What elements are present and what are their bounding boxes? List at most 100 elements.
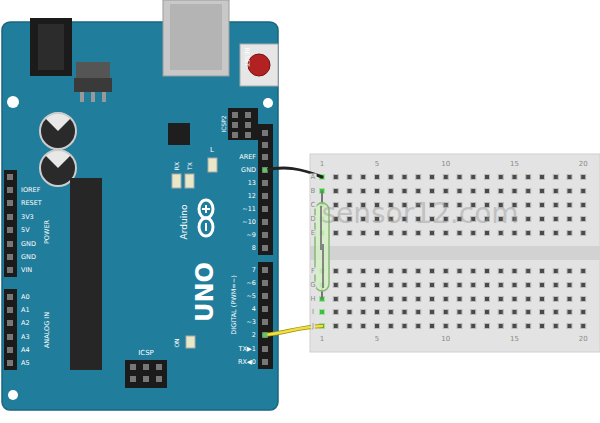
column-number: 15: [509, 336, 520, 343]
breadboard-hole: [540, 217, 545, 222]
pin-label: ~6: [246, 280, 256, 287]
breadboard-hole: [416, 231, 421, 236]
breadboard-hole: [361, 175, 366, 180]
header-pin: [262, 319, 268, 325]
header-label: POWER: [44, 220, 51, 244]
breadboard-hole: [540, 175, 545, 180]
breadboard-hole: [388, 297, 393, 302]
breadboard-hole: [430, 269, 435, 274]
row-letter: C: [310, 202, 317, 209]
led: [208, 158, 217, 172]
pin-label: 8: [252, 245, 256, 252]
breadboard-hole: [498, 297, 503, 302]
pin-label: 7: [252, 267, 256, 274]
breadboard-hole: [485, 283, 490, 288]
header-pin: [7, 334, 13, 340]
pin-label: 13: [248, 180, 256, 187]
breadboard-hole: [388, 269, 393, 274]
breadboard-hole: [457, 310, 462, 315]
breadboard-hole: [553, 203, 558, 208]
arduino-logo: [199, 200, 213, 236]
header-label: ICSP: [138, 350, 154, 357]
breadboard-hole: [553, 217, 558, 222]
breadboard-hole: [526, 189, 531, 194]
breadboard-hole: [581, 283, 586, 288]
breadboard-hole: [430, 310, 435, 315]
breadboard-hole: [361, 231, 366, 236]
header-pin: [7, 267, 13, 273]
pin-label: A5: [21, 360, 30, 367]
model-label: UNO: [193, 262, 217, 322]
breadboard-hole: [430, 231, 435, 236]
breadboard-hole: [512, 297, 517, 302]
breadboard-hole: [540, 269, 545, 274]
breadboard-hole: [333, 269, 338, 274]
breadboard-hole: [567, 283, 572, 288]
breadboard-hole: [416, 324, 421, 329]
wire-end: [263, 333, 268, 338]
breadboard-hole: [347, 231, 352, 236]
breadboard-hole: [347, 324, 352, 329]
pin-label: ~5: [246, 293, 256, 300]
pin-label: ~9: [246, 232, 256, 239]
regulator: [76, 62, 110, 80]
row-letter: E: [310, 230, 316, 237]
usb-connector: [163, 0, 229, 76]
breadboard-hole: [485, 269, 490, 274]
breadboard-hole: [471, 324, 476, 329]
breadboard-hole: [512, 175, 517, 180]
breadboard-hole: [581, 324, 586, 329]
breadboard-hole: [553, 310, 558, 315]
header-pin: [262, 193, 268, 199]
breadboard-hole: [443, 310, 448, 315]
breadboard-hole: [553, 297, 558, 302]
breadboard-hole: [443, 269, 448, 274]
reset-button: [240, 44, 278, 86]
breadboard-hole: [416, 175, 421, 180]
pin-label: 3V3: [21, 214, 34, 221]
breadboard-hole: [526, 269, 531, 274]
breadboard-hole: [361, 324, 366, 329]
breadboard-hole: [471, 297, 476, 302]
breadboard-hole: [388, 175, 393, 180]
breadboard-hole: [402, 189, 407, 194]
column-number: 20: [578, 336, 589, 343]
breadboard-hole: [347, 175, 352, 180]
column-number: 10: [440, 336, 451, 343]
reset-button: [248, 54, 270, 76]
row-letter: A: [310, 174, 317, 181]
analog-header: [4, 289, 17, 370]
header-pin: [7, 200, 13, 206]
header-pin: [262, 154, 268, 160]
breadboard-hole: [443, 231, 448, 236]
pin-label: GND: [21, 241, 36, 248]
header-pin: [262, 293, 268, 299]
breadboard-hole: [333, 175, 338, 180]
breadboard-hole: [471, 283, 476, 288]
breadboard-hole: [416, 297, 421, 302]
led-label: L: [210, 147, 214, 154]
row-letter: J: [311, 323, 315, 330]
header-pins: [7, 112, 268, 382]
breadboard-hole: [567, 310, 572, 315]
breadboard-hole: [388, 324, 393, 329]
header-pin: [130, 376, 136, 382]
breadboard-hole: [402, 310, 407, 315]
breadboard-hole: [375, 231, 380, 236]
header-pin: [262, 167, 268, 173]
breadboard-hole: [375, 175, 380, 180]
header-pin: [262, 219, 268, 225]
header-pin: [262, 206, 268, 212]
breadboard-hole: [581, 269, 586, 274]
breadboard-hole: [443, 175, 448, 180]
pin-label: 5V: [21, 227, 30, 234]
breadboard-hole: [402, 231, 407, 236]
regulator: [80, 92, 84, 102]
header-pin: [262, 306, 268, 312]
pin-label: VIN: [21, 267, 32, 274]
breadboard-hole: [526, 324, 531, 329]
led-label: TX: [187, 162, 193, 170]
breadboard-hole: [581, 310, 586, 315]
breadboard-hole: [402, 297, 407, 302]
